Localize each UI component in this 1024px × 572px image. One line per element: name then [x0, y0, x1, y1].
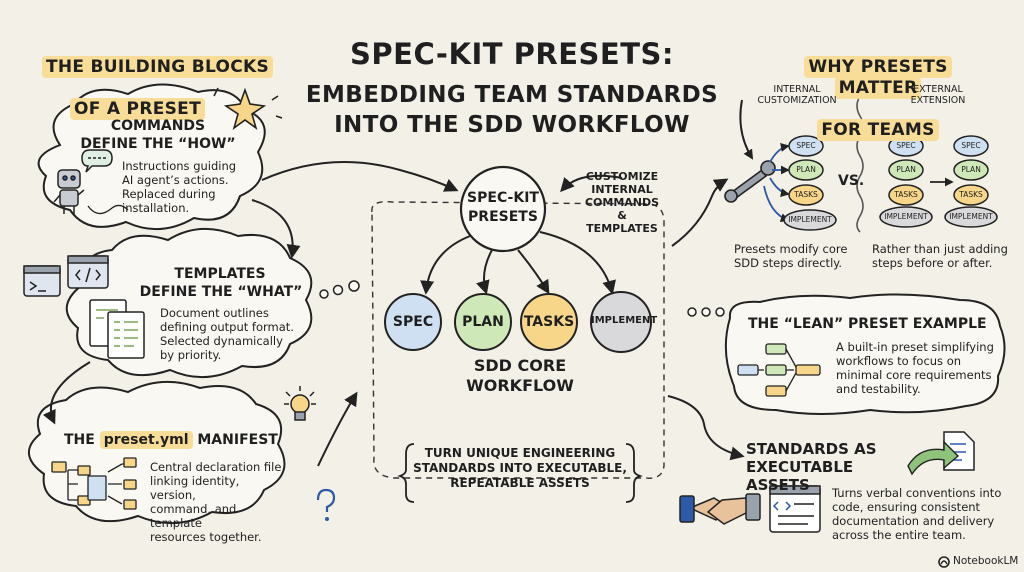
node-plan-circle [454, 293, 512, 351]
manifest-title-file: preset.yml [99, 431, 193, 449]
wrench-icon [724, 160, 776, 203]
internal-node-implement: IMPLEMENT [788, 215, 832, 224]
standards-arrow-icon [907, 440, 960, 476]
node-implement-label: IMPLEMENT [591, 315, 658, 326]
hub-label-2: PRESETS [468, 209, 538, 225]
node-tasks-label: TASKS [523, 314, 575, 330]
external-caption: Rather than just adding steps before or … [872, 242, 1008, 270]
node-tasks-circle [520, 293, 578, 351]
thought-bubbles [319, 280, 360, 299]
terminal-window-icon [23, 265, 61, 297]
manifest-title: THE preset.yml MANIFEST [64, 431, 284, 449]
node-spec-circle [384, 293, 442, 351]
hub-circle [459, 165, 547, 253]
flowchart-icon [737, 343, 821, 397]
star-icon [213, 87, 283, 131]
workflow-label-2: WORKFLOW [466, 376, 574, 395]
external-label: EXTERNAL EXTENSION [910, 84, 966, 106]
node-implement-circle [590, 291, 652, 353]
document-icon [89, 299, 145, 359]
vs-label: VS. [838, 173, 865, 189]
workflow-frame [371, 201, 665, 479]
standards-title-1: STANDARDS AS [746, 440, 877, 458]
commands-title-2: DEFINE THE “HOW” [80, 136, 236, 152]
code-window-icon [67, 255, 109, 289]
external-left-node-plan: PLAN [896, 165, 916, 174]
question-mark-icon [316, 488, 336, 521]
vs-divider [856, 95, 864, 233]
manifest-title-prefix: THE [64, 432, 100, 448]
external-left-node-tasks: TASKS [894, 190, 918, 199]
external-right-node-plan: PLAN [961, 165, 981, 174]
lean-cloud-bubbles [687, 307, 725, 317]
external-mini-nodes-left [879, 135, 933, 228]
title-line-1: SPEC-KIT PRESETS: [350, 37, 674, 71]
workflow-nodes [384, 291, 652, 353]
commands-cloud [37, 83, 266, 231]
right-header: WHY PRESETS MATTER FOR TEAMS [768, 36, 988, 141]
manifest-body: Central declaration file linking identit… [150, 460, 282, 544]
lean-cloud [724, 293, 1006, 415]
code-document-icon [769, 485, 821, 533]
internal-branches [763, 143, 790, 222]
templates-title-2: DEFINE THE “WHAT” [139, 284, 303, 300]
standards-body: Turns verbal conventions into code, ensu… [832, 486, 1002, 542]
templates-body: Document outlines defining output format… [160, 306, 294, 362]
internal-label: INTERNAL CUSTOMIZATION [757, 84, 837, 106]
brand-label: NotebookLM [953, 555, 1019, 567]
external-right-node-spec: SPEC [961, 141, 981, 150]
title-line-2: EMBEDDING TEAM STANDARDS [305, 82, 719, 108]
turn-standards-text: TURN UNIQUE ENGINEERING STANDARDS INTO E… [413, 446, 627, 490]
connectors [42, 99, 754, 467]
templates-title-1: TEMPLATES [174, 266, 266, 282]
standards-title-2: EXECUTABLE ASSETS [746, 458, 854, 494]
lean-title: THE “LEAN” PRESET EXAMPLE [748, 316, 987, 332]
lean-body: A built-in preset simplifying workflows … [836, 340, 994, 396]
workflow-label-1: SDD CORE [473, 356, 567, 375]
notebooklm-logo [938, 556, 950, 568]
lightbulb-icon [284, 386, 316, 421]
node-plan-label: PLAN [462, 314, 504, 330]
customize-label: CUSTOMIZE INTERNAL COMMANDS & TEMPLATES [584, 170, 660, 235]
external-right-node-tasks: TASKS [959, 190, 983, 199]
internal-node-tasks: TASKS [794, 190, 818, 199]
left-header-line-1: THE BUILDING BLOCKS [42, 56, 274, 78]
external-left-node-spec: SPEC [896, 141, 916, 150]
left-header: THE BUILDING BLOCKS OF A PRESET [42, 36, 274, 120]
internal-mini-nodes [783, 135, 837, 231]
manifest-title-suffix: MANIFEST [192, 432, 278, 448]
commands-title-1: COMMANDS [110, 118, 206, 134]
manifest-tree-icon [51, 457, 137, 510]
internal-caption: Presets modify core SDD steps directly. [734, 242, 848, 270]
external-left-node-implement: IMPLEMENT [884, 212, 928, 221]
internal-node-spec: SPEC [796, 141, 816, 150]
hub-label-1: SPEC-KIT [467, 190, 539, 206]
robot-icon [53, 149, 129, 215]
turn-brackets [397, 443, 643, 503]
right-header-line-2: FOR TEAMS [817, 119, 939, 141]
left-header-line-2: OF A PRESET [70, 98, 205, 120]
commands-body: Instructions guiding AI agent’s actions.… [122, 159, 237, 215]
node-spec-label: SPEC [392, 314, 434, 330]
external-mini-nodes-right [944, 135, 998, 228]
title-line-3: INTO THE SDD WORKFLOW [334, 112, 690, 138]
external-right-node-implement: IMPLEMENT [949, 212, 993, 221]
hub-branches [420, 231, 616, 295]
handshake-icon [679, 493, 761, 525]
internal-node-plan: PLAN [796, 165, 816, 174]
